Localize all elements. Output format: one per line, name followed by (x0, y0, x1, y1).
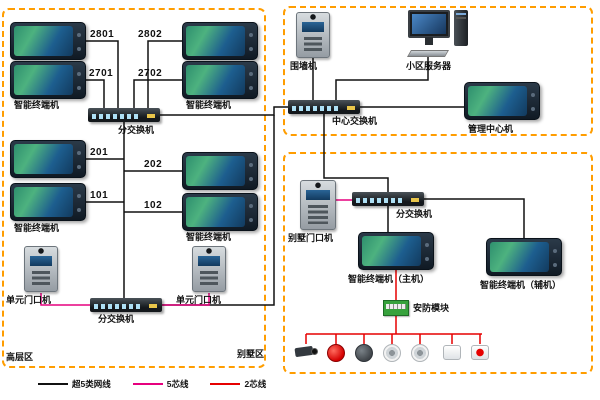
two-core-line-swatch (210, 383, 241, 385)
wire-5core (162, 293, 210, 306)
zone-center-box (283, 6, 593, 136)
wire-cat5 (323, 114, 389, 192)
community-server (406, 10, 470, 58)
terminal-label: 智能终端机 (186, 100, 232, 110)
wire-cat5 (86, 40, 119, 108)
unit-door-station-left (24, 246, 58, 292)
terminal-number: 2702 (138, 68, 163, 79)
center-switch (288, 100, 360, 114)
wire-cat5 (147, 40, 182, 108)
terminal-number: 202 (144, 159, 163, 170)
terminal-number: 2802 (138, 29, 163, 40)
terminal-label: 智能终端机 (14, 223, 60, 233)
wire-cat5 (424, 198, 525, 238)
smart-terminal-101 (10, 183, 86, 221)
legend-label: 超5类网线 (72, 379, 111, 389)
wire-cat5 (335, 56, 429, 100)
smoke-detector-icon (383, 344, 401, 362)
zone-villa-box (283, 152, 593, 374)
server-keyboard (406, 50, 450, 57)
legend-item-5core: 5芯线 (132, 378, 189, 390)
terminal-number: 2801 (90, 29, 115, 40)
management-center-label: 管理中心机 (468, 124, 514, 134)
smart-terminal-2702 (182, 61, 258, 99)
zone-highrise-box (2, 8, 266, 368)
switch-label: 分交换机 (396, 209, 433, 219)
door-station-label: 单元门口机 (176, 295, 222, 305)
cctv-camera-icon (295, 344, 319, 360)
villa-distribution-switch (352, 192, 424, 206)
terminal-label: 智能终端机 (14, 100, 60, 110)
perimeter-wall-station (296, 12, 330, 58)
terminal-aux-label: 智能终端机（辅机） (480, 280, 562, 290)
distribution-switch-bottom (90, 298, 162, 312)
villa-door-station (300, 180, 336, 230)
terminal-number: 102 (144, 200, 163, 211)
panic-button-icon (471, 345, 489, 360)
legend: 超5类网线 5芯线 2芯线 (38, 378, 266, 390)
smoke-detector-icon (411, 344, 429, 362)
zone-highrise-label: 高层区 (6, 352, 34, 362)
security-module-label: 安防模块 (413, 303, 450, 313)
legend-item-2core: 2芯线 (210, 378, 266, 390)
alarm-siren-icon (327, 344, 345, 362)
terminal-number: 101 (90, 190, 109, 201)
wire-cat5 (160, 106, 288, 116)
smart-terminal-2701 (10, 61, 86, 99)
terminal-number: 2701 (89, 68, 114, 79)
gas-detector-icon (355, 344, 373, 362)
security-module-device (383, 300, 409, 316)
server-tower (454, 10, 468, 46)
smart-terminal-202 (182, 152, 258, 190)
switch-label: 分交换机 (98, 314, 135, 324)
five-core-line-swatch (132, 383, 163, 385)
legend-label: 5芯线 (166, 379, 189, 389)
door-sensor-icon (443, 345, 461, 360)
smart-terminal-201 (10, 140, 86, 178)
wire-5core (40, 293, 90, 306)
smart-terminal-102 (182, 193, 258, 231)
legend-item-cat5: 超5类网线 (38, 378, 111, 390)
smart-terminal-2802 (182, 22, 258, 60)
wire-cat5 (133, 79, 182, 108)
villa-door-label: 别墅门口机 (288, 233, 334, 243)
unit-door-station-right (192, 246, 226, 292)
smart-terminal-master (358, 232, 434, 270)
wall-station-label: 围墙机 (290, 61, 318, 71)
zone-villa-label: 别墅区 (237, 349, 265, 359)
cat5-line-swatch (38, 383, 68, 385)
management-center-terminal (464, 82, 540, 120)
smart-terminal-2801 (10, 22, 86, 60)
distribution-switch-top (88, 108, 160, 122)
smart-terminal-aux (486, 238, 562, 276)
server-monitor (408, 10, 450, 45)
terminal-number: 201 (90, 147, 109, 158)
switch-label: 分交换机 (118, 125, 155, 135)
terminal-master-label: 智能终端机（主机） (348, 274, 430, 284)
wire-cat5 (86, 79, 105, 108)
legend-label: 2芯线 (244, 379, 267, 389)
center-switch-label: 中心交换机 (332, 116, 378, 126)
door-station-label: 单元门口机 (6, 295, 52, 305)
server-label: 小区服务器 (406, 61, 452, 71)
terminal-label: 智能终端机 (186, 232, 232, 242)
